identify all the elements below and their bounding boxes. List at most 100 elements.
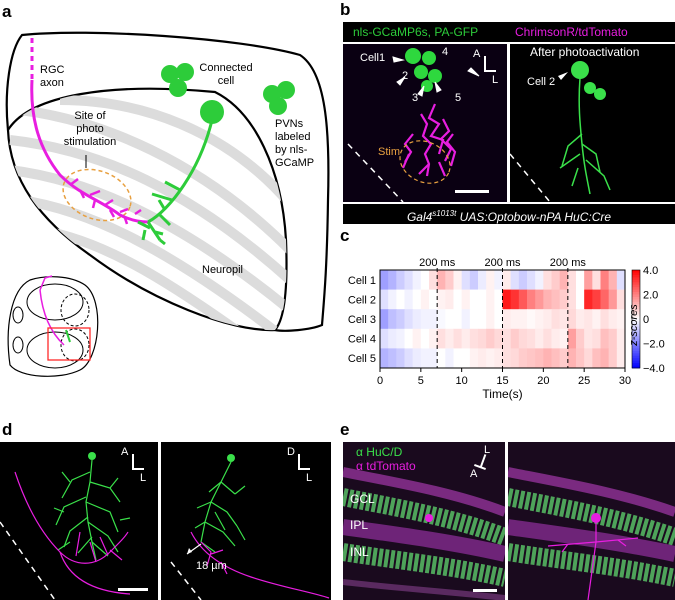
heatmap-cell: [535, 309, 544, 330]
heatmap-cell: [518, 328, 528, 349]
colorbar-segment: [632, 345, 640, 349]
colorbar-segment: [632, 323, 640, 327]
heatmap-cell: [453, 270, 463, 290]
heatmap-cell: [420, 348, 430, 369]
layer-ipl: IPL: [350, 518, 369, 532]
colorbar-segment: [632, 289, 640, 293]
stimulus-label: 200 ms: [419, 257, 456, 269]
heatmap-cell: [584, 270, 593, 290]
colorbar-segment: [632, 319, 640, 322]
heatmap-cell: [510, 289, 520, 310]
heatmap-cell: [396, 289, 405, 310]
colorbar-segment: [632, 277, 640, 281]
heatmap-cell: [567, 289, 577, 310]
heatmap-cell: [608, 328, 618, 349]
row-label: Cell 3: [348, 314, 376, 326]
heatmap-cell: [600, 270, 610, 290]
heatmap-cell: [527, 309, 536, 330]
heatmap-cell: [380, 270, 389, 290]
heatmap-cell: [616, 309, 626, 330]
heatmap-cell: [584, 309, 593, 330]
label-cell-2: Cell 2: [527, 76, 556, 88]
heatmap-cell: [494, 348, 503, 369]
zebrafish-head-schematic: [7, 275, 99, 377]
colorbar-segment: [632, 355, 640, 359]
heatmap-cell: [445, 270, 454, 290]
heatmap-cell: [510, 270, 520, 290]
heatmap-cell: [559, 348, 569, 369]
label-cell-3-num: 3: [412, 92, 419, 104]
heatmap-cell: [608, 348, 618, 369]
heatmap-cell: [453, 348, 463, 369]
heatmap-cell: [559, 289, 569, 310]
layer-gcl: GCL: [350, 492, 375, 506]
colorbar-segment: [632, 274, 640, 278]
panel-a-diagram: [5, 31, 330, 332]
colorbar-segment: [632, 294, 640, 298]
label-cell-2-num: 2: [402, 70, 409, 82]
colorbar-segment: [632, 358, 640, 362]
heatmap-cell: [551, 289, 561, 310]
heatmap-cell: [412, 309, 422, 330]
x-tick-label: 15: [496, 375, 508, 387]
heatmap-cell: [592, 328, 601, 349]
heatmap-cell: [592, 270, 601, 290]
heatmap-cell: [404, 309, 414, 330]
heatmap-cell: [559, 270, 569, 290]
heatmap-cell: [486, 289, 495, 310]
heatmap-cell: [420, 309, 430, 330]
heatmap-cell: [380, 309, 389, 330]
colorbar-frame: [631, 269, 641, 369]
panel-b-image-after: [510, 44, 675, 202]
x-axis-label: Time(s): [482, 387, 522, 401]
heatmap-cell: [510, 348, 520, 369]
colorbar-tick-label: 4.0: [643, 265, 658, 277]
heatmap-cell: [429, 309, 438, 330]
heatmap-cell: [567, 348, 577, 369]
heatmap-cell: [461, 270, 471, 290]
colorbar-segment: [632, 336, 640, 339]
heatmap-cell: [461, 328, 471, 349]
row-label: Cell 4: [348, 334, 376, 346]
colorbar-tick-label: −2.0: [643, 339, 665, 351]
heatmap-cell: [502, 309, 512, 330]
heatmap-cell: [510, 309, 520, 330]
compass-b: A L: [473, 48, 499, 86]
x-tick-label: 0: [377, 375, 383, 387]
colorbar-segment: [632, 333, 640, 337]
heatmap-cell: [396, 348, 405, 369]
heatmap-cell: [518, 348, 528, 369]
heatmap-cell: [396, 270, 405, 290]
heatmap-cell: [469, 270, 479, 290]
colorbar-segment: [632, 326, 640, 330]
heatmap-cell: [535, 328, 544, 349]
colorbar-segment: [632, 309, 640, 313]
panel-label-a: a: [2, 2, 12, 21]
heatmap-cell: [527, 328, 536, 349]
x-tick-label: 25: [578, 375, 590, 387]
heatmap-cell: [478, 270, 487, 290]
heatmap-cell: [412, 328, 422, 349]
heatmap-cell: [518, 270, 528, 290]
legend-green: nls-GCaMP6s, PA-GFP: [353, 25, 479, 39]
heatmap-cell: [608, 309, 618, 330]
pvn-cells: [161, 63, 295, 124]
heatmap-cell: [535, 348, 544, 369]
x-tick-label: 10: [456, 375, 468, 387]
heatmap-cell: [567, 309, 577, 330]
heatmap-cell: [412, 348, 422, 369]
stimulus-label: 200 ms: [550, 257, 587, 269]
legend-tdtomato: α tdTomato: [356, 459, 416, 473]
heatmap-cell: [527, 270, 536, 290]
heatmap-cell: [592, 348, 601, 369]
heatmap-cell: [576, 270, 585, 290]
colorbar-segment: [632, 321, 640, 325]
heatmap-cell: [518, 309, 528, 330]
axon-arbor: [69, 178, 142, 225]
colorbar-segment: [632, 341, 640, 344]
heatmap-cell: [478, 328, 487, 349]
heatmap-cell: [584, 348, 593, 369]
panel-b-image-before: [343, 44, 507, 202]
colorbar-segment: [632, 296, 640, 300]
